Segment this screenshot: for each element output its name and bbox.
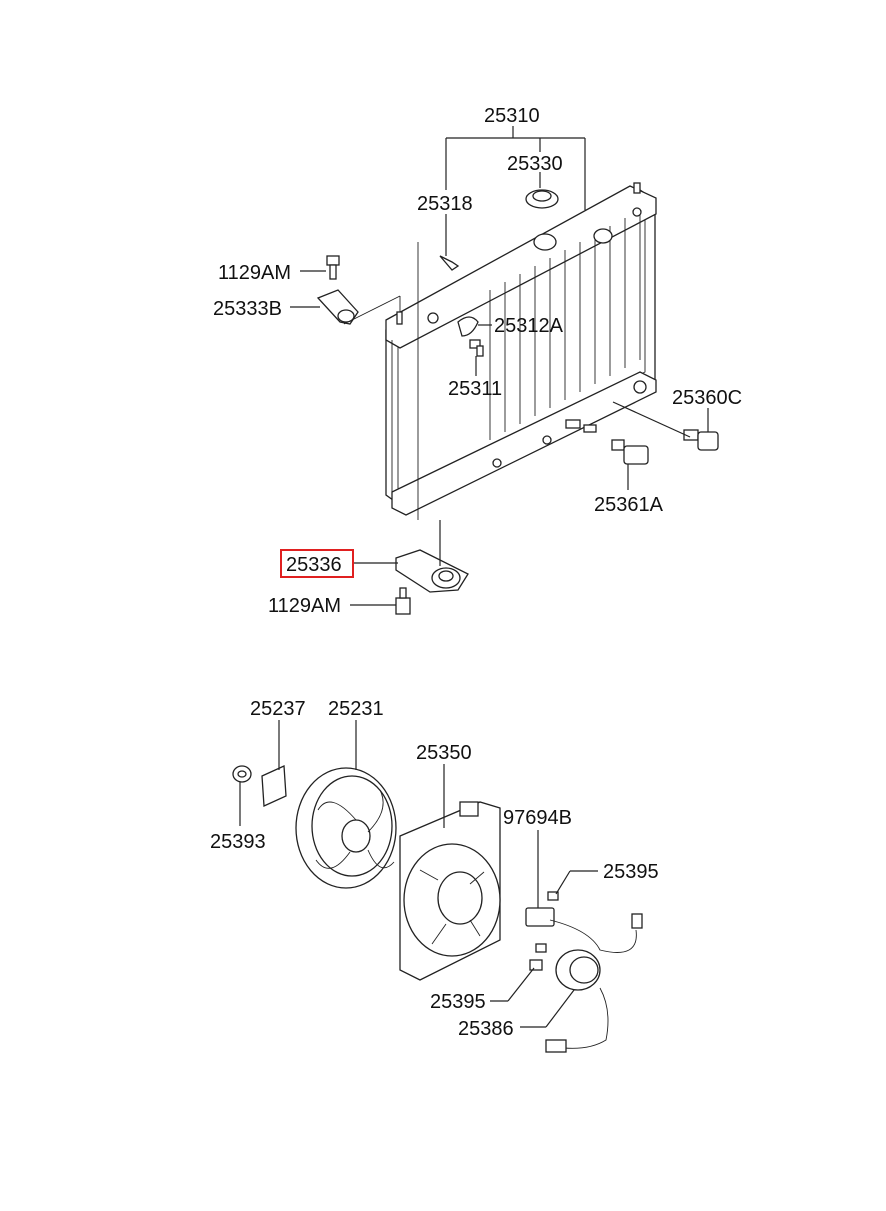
label-25393[interactable]: 25393	[210, 831, 266, 853]
label-25333b[interactable]: 25333B	[213, 298, 282, 320]
screws	[529, 891, 559, 971]
label-97694b[interactable]: 97694B	[503, 807, 572, 829]
upper-bracket	[316, 289, 359, 325]
temp-switch	[683, 429, 719, 451]
label-25395-bottom[interactable]: 25395	[430, 991, 486, 1013]
label-25310[interactable]: 25310	[484, 105, 540, 127]
label-25386[interactable]: 25386	[458, 1018, 514, 1040]
fan-plate	[261, 765, 287, 807]
label-1129am-top[interactable]: 1129AM	[218, 262, 291, 284]
bolt-25311	[469, 339, 484, 357]
label-25330[interactable]: 25330	[507, 153, 563, 175]
washer	[232, 765, 252, 783]
label-25231[interactable]: 25231	[328, 698, 384, 720]
label-25312a[interactable]: 25312A	[494, 315, 564, 337]
label-1129am-bottom[interactable]: 1129AM	[268, 595, 341, 617]
drain-cock	[439, 255, 460, 271]
highlight-box-25336	[280, 549, 354, 578]
leader-lines-lower	[239, 720, 598, 1028]
clip	[457, 316, 479, 337]
label-25318[interactable]: 25318	[417, 193, 473, 215]
label-25361a[interactable]: 25361A	[594, 494, 664, 516]
fan-motor	[525, 907, 643, 1053]
label-25360c[interactable]: 25360C	[672, 387, 742, 409]
radiator-assembly	[385, 182, 657, 516]
label-25336[interactable]: 25336	[286, 554, 342, 576]
label-25237[interactable]: 25237	[250, 698, 306, 720]
label-25395-top[interactable]: 25395	[603, 861, 659, 883]
temp-sensor	[611, 439, 649, 465]
bolt-top	[326, 255, 340, 280]
lower-mount	[395, 549, 469, 593]
fan-blade	[295, 767, 397, 889]
fan-shroud	[399, 801, 501, 981]
radiator-cap	[525, 189, 559, 209]
label-25311[interactable]: 25311	[448, 378, 502, 400]
leader-lines-upper	[290, 126, 709, 606]
part-labels: 25310 25330 25318 1129AM 25333B 25312A 2…	[210, 105, 742, 1040]
label-25350[interactable]: 25350	[416, 742, 472, 764]
bolt-bottom	[395, 587, 411, 615]
